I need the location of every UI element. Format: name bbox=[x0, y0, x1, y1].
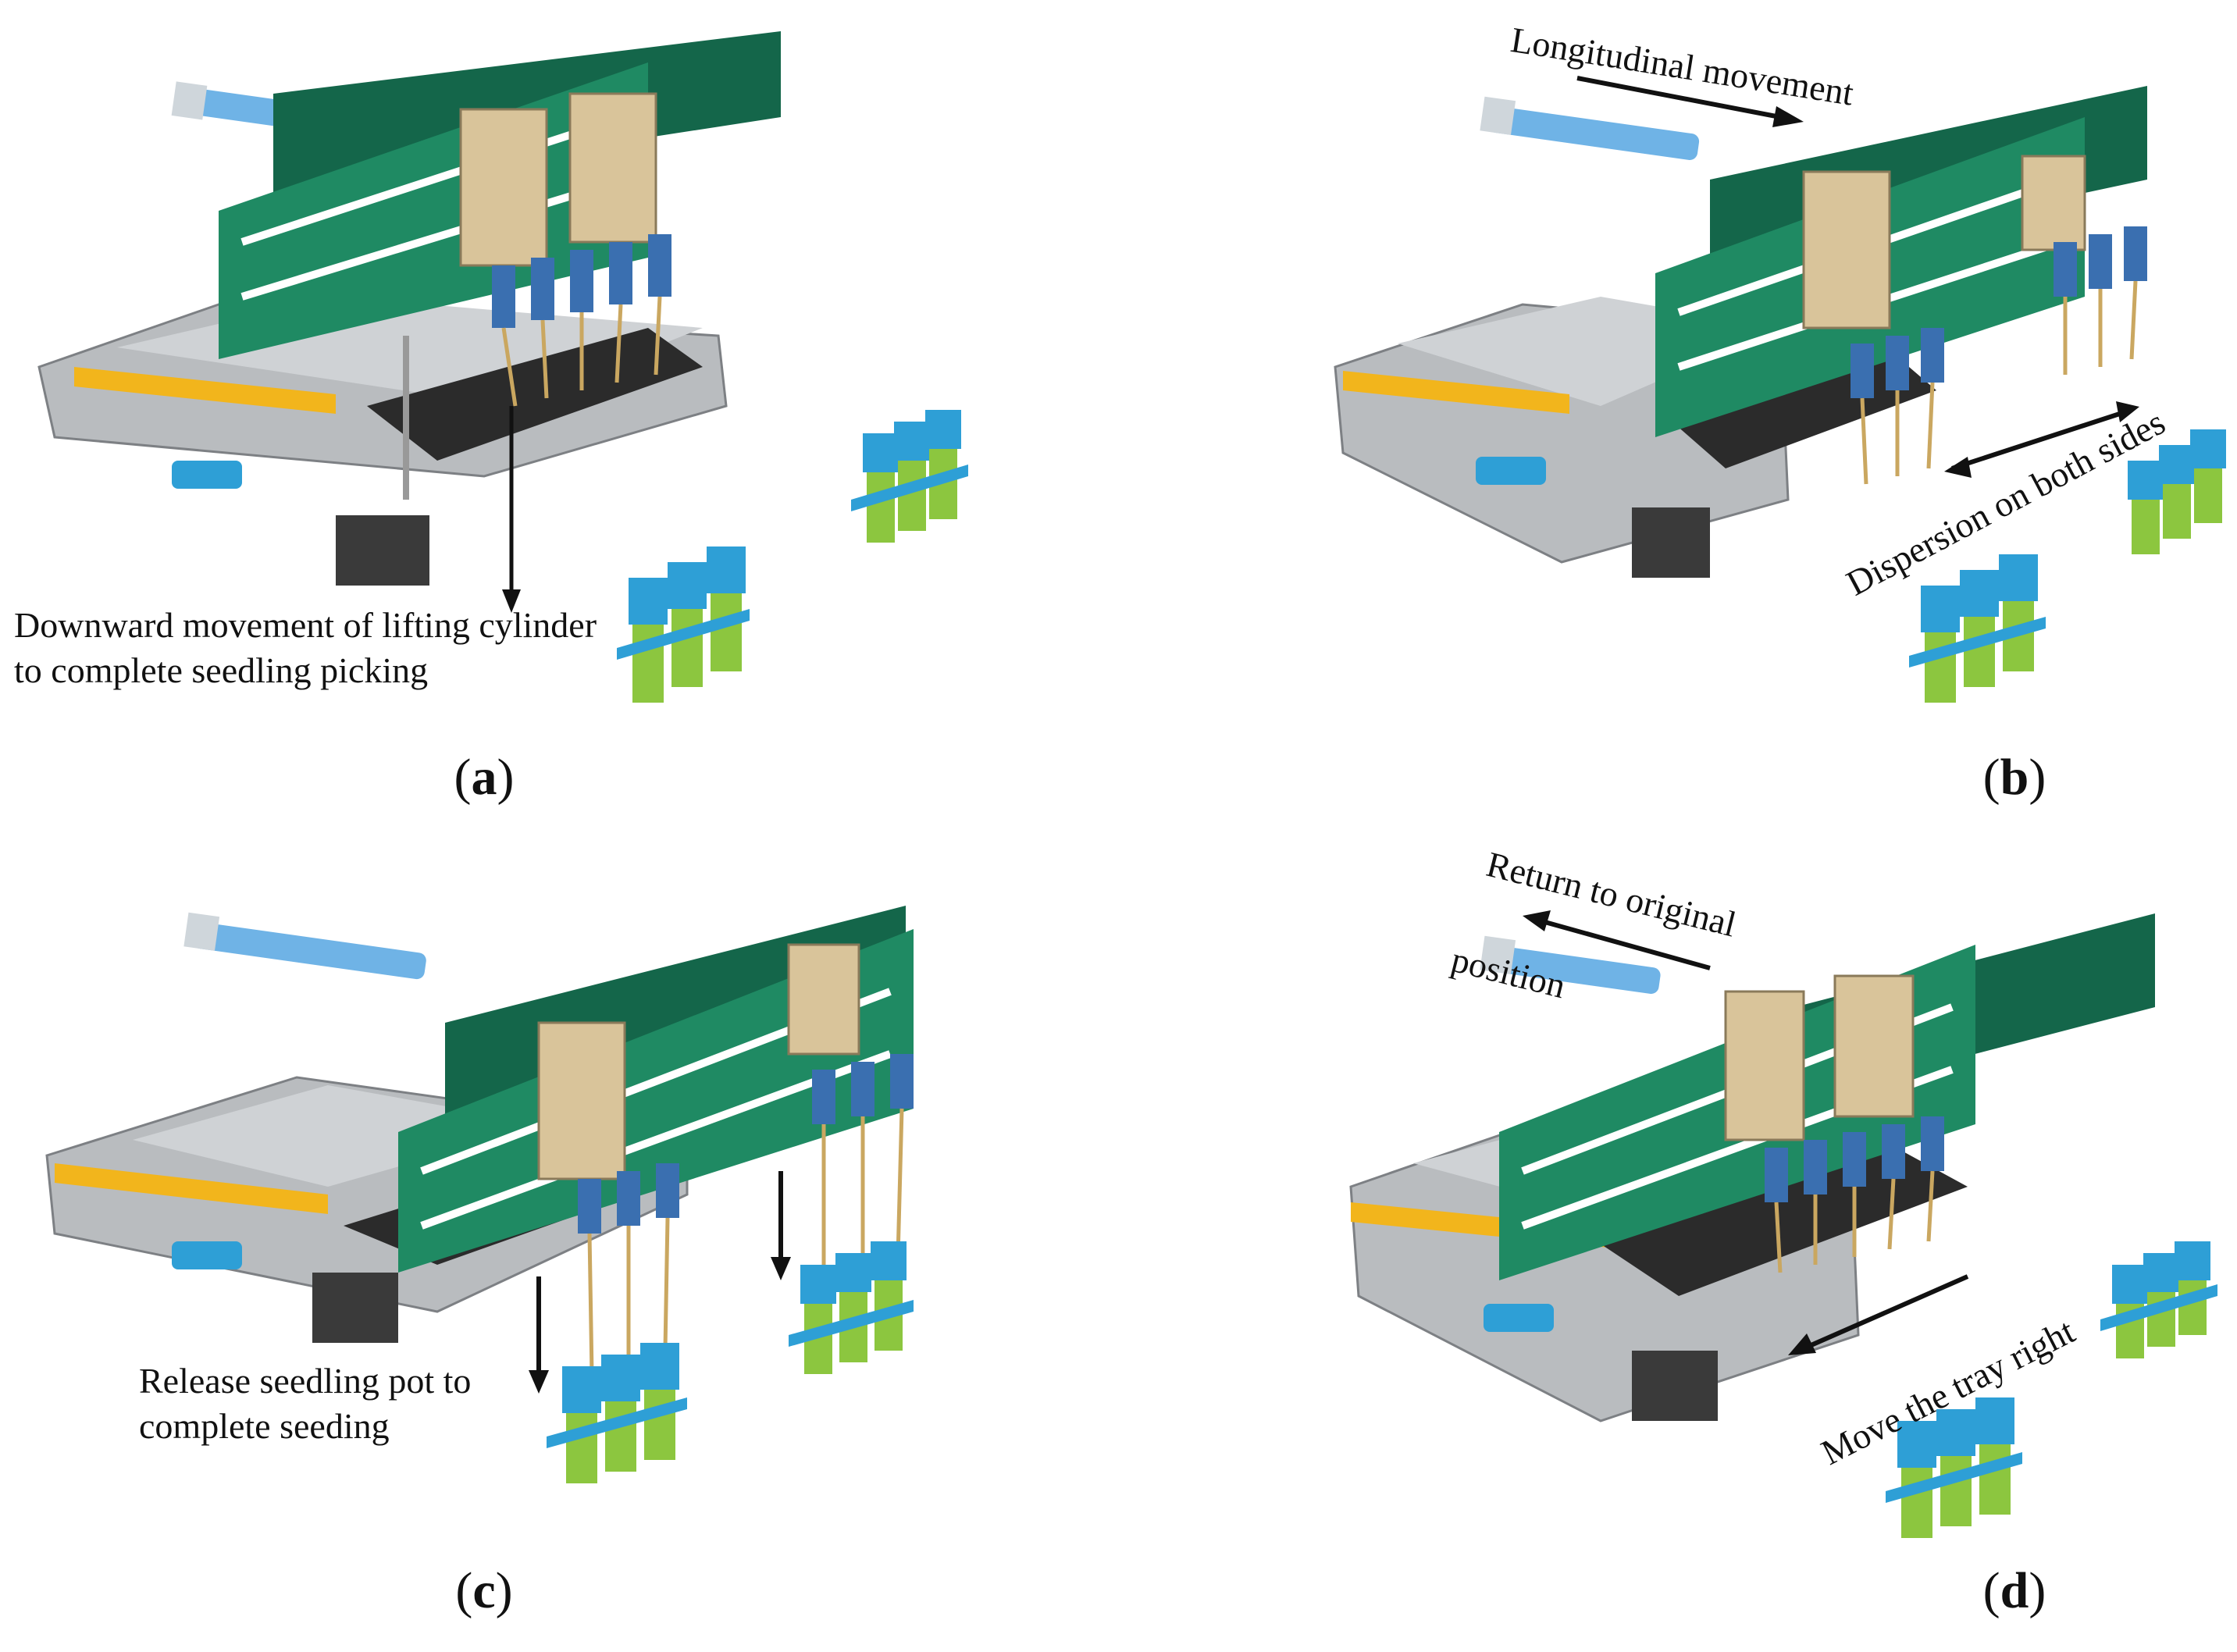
longitudinal-arrow bbox=[1576, 76, 1804, 127]
downward-arrow bbox=[502, 406, 521, 613]
gripper-group-right bbox=[812, 1054, 914, 1124]
gripper-needles-left bbox=[1860, 382, 1935, 485]
pot-group-right bbox=[2128, 429, 2226, 554]
annotation-a-line2: to complete seedling picking bbox=[14, 650, 429, 690]
carriage-right bbox=[787, 943, 860, 1056]
gripper-group-left bbox=[1851, 328, 1944, 398]
annotation-a-line1: Downward movement of lifting cylinder bbox=[14, 605, 597, 645]
gripper-group-left bbox=[578, 1163, 679, 1234]
machine-illustration-c bbox=[45, 906, 914, 1483]
blue-cylinder-small bbox=[172, 461, 242, 489]
conveyor-bed bbox=[133, 1085, 547, 1187]
move-tray-arrow bbox=[1788, 1274, 1969, 1355]
stepper-motor bbox=[1632, 507, 1710, 578]
dispersion-arrow bbox=[1944, 401, 2139, 478]
machine-illustration-d bbox=[1349, 910, 2217, 1538]
panel-d: Return to original position Move the tra… bbox=[1117, 828, 2237, 1652]
carriage-right bbox=[568, 92, 657, 244]
downward-arrow-left bbox=[529, 1276, 549, 1394]
gripper-row bbox=[492, 234, 671, 328]
blue-cylinder-small bbox=[1476, 457, 1546, 485]
gripper-row bbox=[1765, 1116, 1944, 1202]
carriage-left bbox=[1802, 170, 1891, 329]
yellow-belt bbox=[55, 1163, 328, 1214]
pot-group-front bbox=[617, 547, 750, 703]
pot-group-front bbox=[1909, 554, 2046, 703]
carriage-left bbox=[537, 1021, 626, 1180]
gripper-needles bbox=[1774, 1170, 1935, 1273]
stepper-motor bbox=[312, 1273, 398, 1343]
panel-label-d: (d) bbox=[1982, 1562, 2046, 1619]
downward-arrow-right bbox=[771, 1171, 791, 1280]
panel-label-c: (c) bbox=[455, 1562, 513, 1619]
gripper-needles-right bbox=[821, 1108, 904, 1273]
yellow-belt bbox=[1343, 371, 1569, 414]
machine-illustration-b bbox=[1334, 76, 2226, 703]
carriage-right bbox=[2021, 155, 2086, 251]
pot-group-right bbox=[851, 410, 968, 543]
blue-cylinder-small bbox=[172, 1241, 242, 1269]
gripper-group-right bbox=[2054, 226, 2147, 297]
gripper-needles-right bbox=[2063, 280, 2138, 375]
panel-label-b: (b) bbox=[1982, 749, 2046, 806]
yellow-belt bbox=[74, 367, 336, 414]
pneumatic-cylinder bbox=[1480, 96, 1700, 160]
rail-slots bbox=[240, 113, 626, 301]
pot-group-front bbox=[1886, 1397, 2022, 1538]
annotation-c-line1: Release seedling pot to bbox=[139, 1361, 472, 1401]
annotation-c-line2: complete seeding bbox=[139, 1406, 390, 1446]
machine-illustration-a bbox=[37, 31, 968, 703]
panel-a: Downward movement of lifting cylinder to… bbox=[0, 0, 1117, 828]
stepper-motor bbox=[336, 515, 429, 586]
pot-group-right bbox=[789, 1241, 914, 1374]
pneumatic-cylinder bbox=[183, 912, 426, 980]
blue-cylinder-small bbox=[1484, 1304, 1554, 1332]
return-arrow bbox=[1523, 910, 1711, 970]
carriage-right bbox=[1833, 974, 1915, 1118]
carriage-left bbox=[459, 108, 548, 267]
stepper-motor bbox=[1632, 1351, 1718, 1421]
pot-group-front bbox=[547, 1343, 687, 1483]
gripper-needles bbox=[501, 296, 662, 407]
panel-b: Longitudinal movement Dispersion on both… bbox=[1117, 0, 2237, 828]
pot-group-right bbox=[2100, 1241, 2217, 1358]
pneumatic-cylinder bbox=[1480, 935, 1661, 994]
carriage-left bbox=[1724, 990, 1805, 1141]
panel-c: Release seedling pot to complete seeding… bbox=[0, 828, 1117, 1652]
panel-label-a: (a) bbox=[454, 749, 515, 806]
